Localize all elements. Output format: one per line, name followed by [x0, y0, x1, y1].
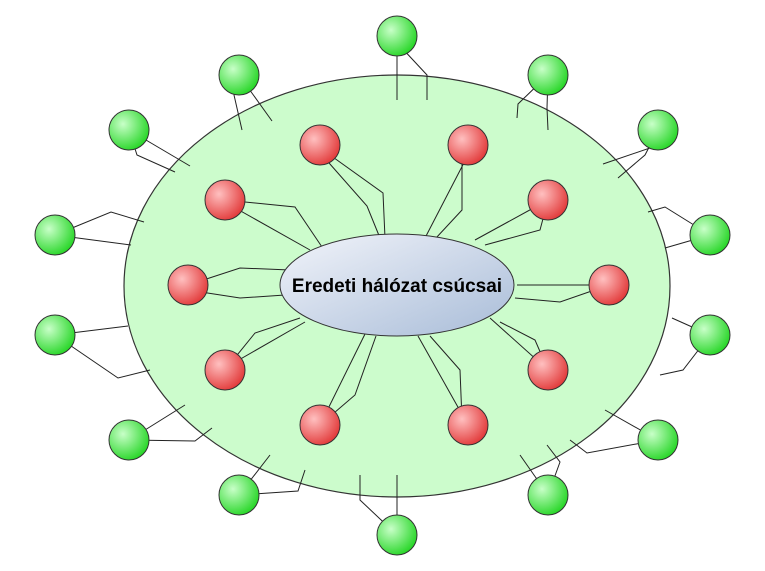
- outer-node-12: [218, 474, 260, 516]
- outer-edge-1-2: [399, 45, 428, 100]
- central-node: Eredeti hálózat csúcsai: [279, 233, 515, 337]
- inner-edge-1-1: [321, 154, 381, 239]
- inner-edge-3-1: [224, 199, 323, 248]
- outer-node-2: [218, 54, 260, 96]
- inner-node-5: [167, 264, 209, 306]
- inner-node-3: [204, 179, 246, 221]
- inner-nodes-layer: [167, 124, 630, 446]
- inner-node-1: [299, 124, 341, 166]
- outer-node-7: [689, 214, 731, 256]
- inner-node-2: [447, 124, 489, 166]
- outer-edge-11-2: [569, 439, 659, 454]
- inner-node-6: [588, 264, 630, 306]
- outer-node-10: [108, 419, 150, 461]
- inner-node-7: [204, 349, 246, 391]
- outer-node-8: [34, 314, 76, 356]
- outer-node-4: [108, 109, 150, 151]
- inner-edge-2-2: [435, 155, 463, 239]
- outer-nodes-layer: [34, 15, 731, 556]
- inner-node-10: [447, 404, 489, 446]
- outer-node-11: [637, 419, 679, 461]
- inner-node-4: [527, 179, 569, 221]
- inner-node-8: [527, 349, 569, 391]
- central-ellipse: [279, 233, 515, 337]
- inner-edge-7-2: [229, 321, 306, 366]
- outer-node-14: [376, 514, 418, 556]
- outer-node-5: [637, 109, 679, 151]
- outer-node-3: [527, 54, 569, 96]
- outer-node-6: [34, 214, 76, 256]
- inner-edge-10-2: [429, 335, 463, 421]
- inner-edge-2-1: [424, 154, 469, 239]
- outer-node-13: [527, 474, 569, 516]
- outer-node-9: [689, 314, 731, 356]
- inner-edge-3-2: [229, 204, 311, 251]
- inner-node-9: [299, 404, 341, 446]
- outer-node-1: [376, 15, 418, 57]
- outer-edge-8-2: [54, 334, 151, 379]
- outer-edge-10-2: [128, 427, 213, 442]
- inner-edge-1-2: [329, 154, 386, 239]
- central-label: Eredeti hálózat csúcsai: [292, 276, 502, 297]
